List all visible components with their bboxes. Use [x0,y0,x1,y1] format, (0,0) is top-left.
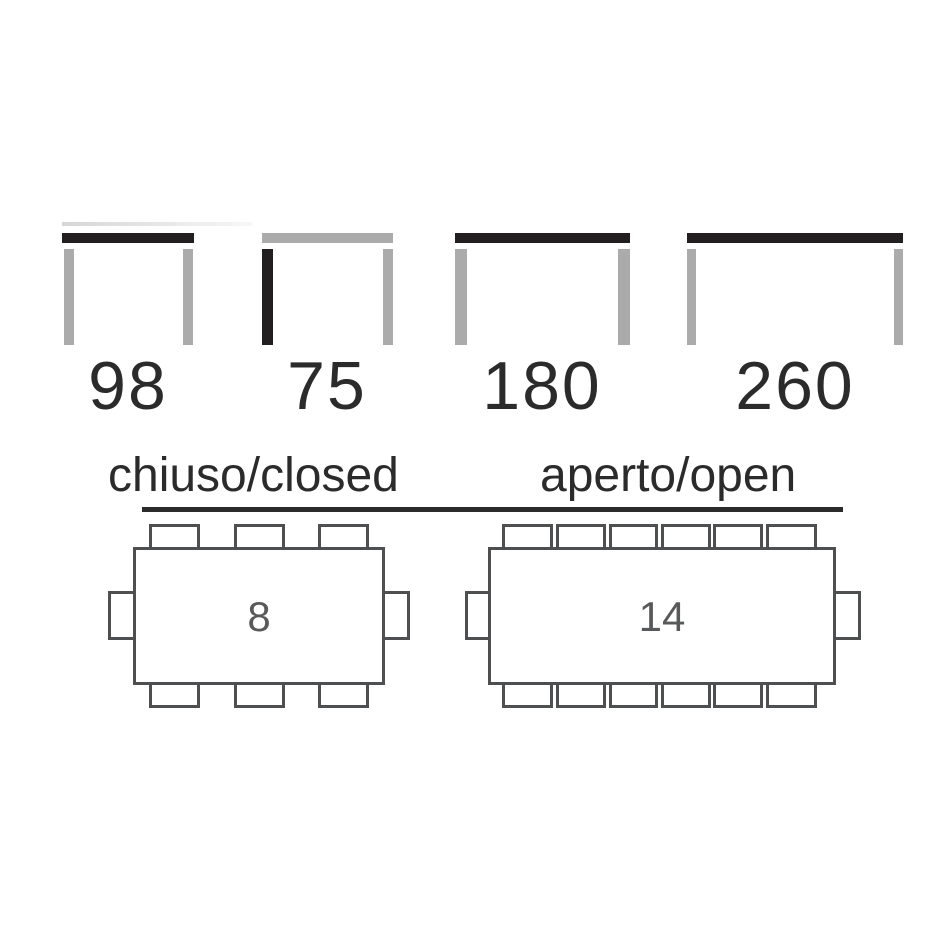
elevation-width-98-leg [64,249,74,345]
elevation-length-open-260-dimension-label: 260 [735,348,855,424]
plan-open-14-seats-tabletop [488,547,836,685]
elevation-height-75-leg [262,249,273,345]
elevation-width-98-faint-bar [62,222,252,226]
elevation-height-75-leg [383,249,393,345]
elevation-width-98-dimension-label: 98 [88,348,168,424]
elevation-height-75-tabletop [262,233,393,243]
elevation-length-open-260-tabletop [687,233,903,243]
elevation-length-open-260-leg [687,249,696,345]
elevation-length-closed-180-leg [618,249,630,345]
elevation-height-75-dimension-label: 75 [287,348,367,424]
elevation-length-closed-180-leg [455,249,467,345]
section-underline [142,507,843,512]
plan-closed-8-seats-seat-count-label: 8 [247,593,271,640]
plan-closed-8-seats-tabletop [133,547,385,685]
elevation-length-open-260-leg [894,249,903,345]
open-section-label: aperto/open [540,449,797,502]
closed-section-label: chiuso/closed [108,449,399,502]
elevation-width-98-tabletop [62,233,194,243]
plan-open-14-seats-seat-count-label: 14 [638,593,686,640]
elevation-width-98-leg [183,249,193,345]
elevation-length-closed-180-dimension-label: 180 [482,348,602,424]
elevation-length-closed-180-tabletop [455,233,630,243]
